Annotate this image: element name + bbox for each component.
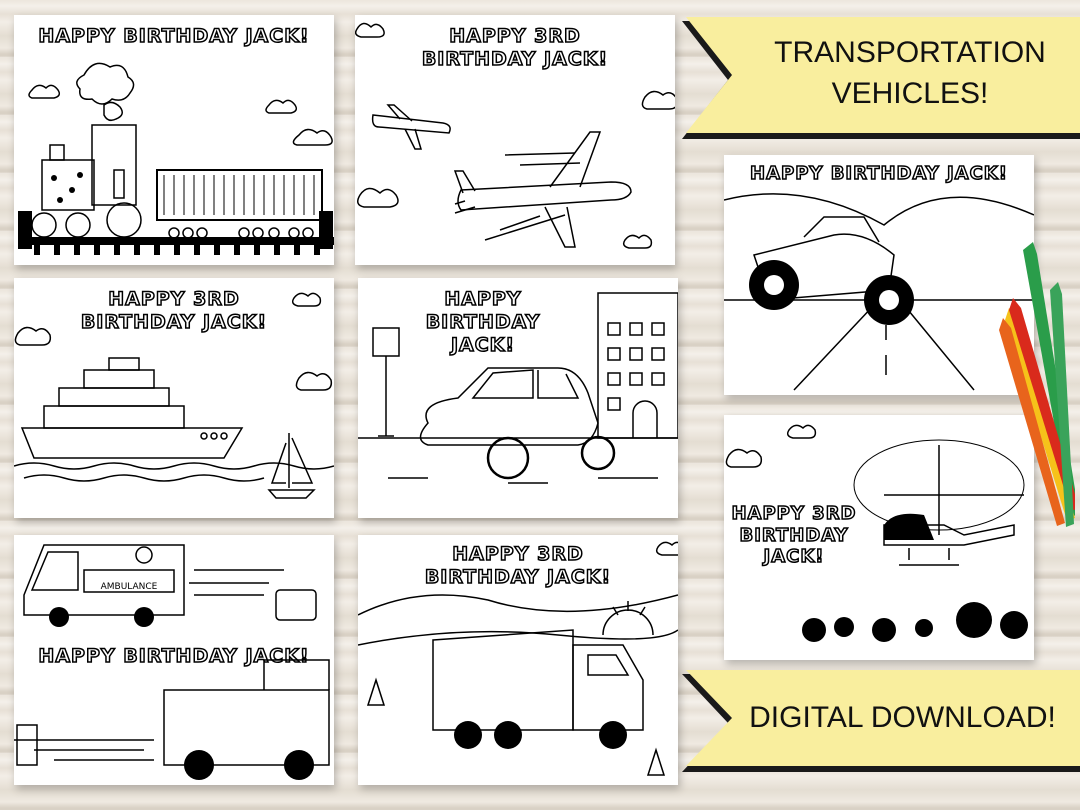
banner-title: TRANSPORTATION VEHICLES! xyxy=(774,36,1046,110)
colored-pencils xyxy=(999,242,1075,527)
card-title: HAPPY BIRTHDAY JACK! xyxy=(425,287,541,356)
coloring-page-airplane: HAPPY 3RD BIRTHDAY JACK! xyxy=(355,15,675,265)
card-title: HAPPY BIRTHDAY JACK! xyxy=(38,644,310,667)
helicopter-illustration xyxy=(725,424,1028,642)
card-title: HAPPY BIRTHDAY JACK! xyxy=(38,24,310,47)
airplane-illustration xyxy=(355,22,675,249)
ambulance-label: AMBULANCE xyxy=(101,582,158,592)
train-illustration xyxy=(18,62,334,255)
banner-digital-download: DIGITAL DOWNLOAD! xyxy=(680,668,1080,773)
card-title: HAPPY 3RD BIRTHDAY JACK! xyxy=(421,24,609,70)
banner-subtitle: DIGITAL DOWNLOAD! xyxy=(749,701,1056,734)
coloring-page-ship: HAPPY 3RD BIRTHDAY JACK! xyxy=(14,278,334,518)
coloring-page-helicopter: HAPPY 3RD BIRTHDAY JACK! xyxy=(724,415,1034,660)
banner-transportation-vehicles: TRANSPORTATION VEHICLES! xyxy=(680,15,1080,140)
monster-truck-illustration xyxy=(724,193,1034,391)
card-title: HAPPY 3RD BIRTHDAY JACK! xyxy=(731,502,857,568)
garbage-truck-illustration xyxy=(358,541,678,776)
coloring-page-car: HAPPY BIRTHDAY JACK! xyxy=(358,278,678,518)
banner-ribbon-shape xyxy=(682,17,1080,139)
coloring-page-ambulance-firetruck: HAPPY BIRTHDAY JACK! AMBULANCE xyxy=(14,535,334,785)
card-title: HAPPY 3RD BIRTHDAY JACK! xyxy=(80,287,268,333)
coloring-page-garbage-truck: HAPPY 3RD BIRTHDAY JACK! xyxy=(358,535,678,785)
ambulance-firetruck-illustration: AMBULANCE xyxy=(14,544,330,780)
ship-illustration xyxy=(14,292,334,499)
coloring-page-monster-truck: HAPPY BIRTHDAY JACK! xyxy=(724,155,1034,395)
car-illustration xyxy=(358,292,678,484)
coloring-page-train: HAPPY BIRTHDAY JACK! xyxy=(14,15,334,265)
card-title: HAPPY 3RD BIRTHDAY JACK! xyxy=(424,542,612,588)
banner-ribbon-shape xyxy=(682,670,1080,772)
card-title: HAPPY BIRTHDAY JACK! xyxy=(749,162,1008,184)
